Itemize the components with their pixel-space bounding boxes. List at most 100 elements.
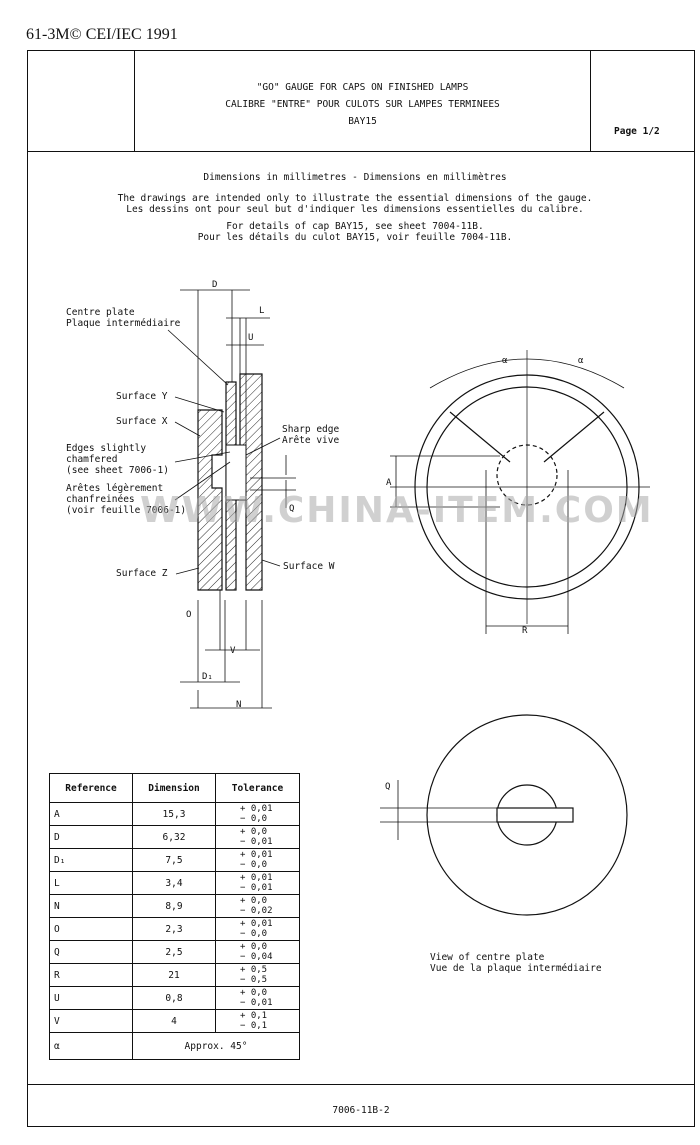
title-cap: BAY15 xyxy=(348,116,377,127)
tol-plus: + 0,5 xyxy=(240,965,268,975)
tol-minus: − 0,04 xyxy=(240,952,273,962)
tol-minus: − 0,5 xyxy=(240,975,268,985)
tol-plus: + 0,0 xyxy=(240,988,268,998)
footer-divider xyxy=(28,1084,694,1085)
title-en: "GO" GAUGE FOR CAPS ON FINISHED LAMPS xyxy=(256,82,469,93)
centre-plate-view xyxy=(380,714,628,916)
tol-cell: + 0,01− 0,0 xyxy=(215,917,300,941)
header-left-divider xyxy=(134,51,135,151)
view-caption-fr: Vue de la plaque intermédiaire xyxy=(430,963,602,974)
dim-cell: 0,8 xyxy=(132,986,216,1010)
alpha-value-cell: Approx. 45° xyxy=(132,1032,300,1060)
dim-label-alpha-right: α xyxy=(578,356,584,366)
details-note-en: For details of cap BAY15, see sheet 7004… xyxy=(226,221,484,232)
tol-minus: − 0,0 xyxy=(240,860,268,870)
label-aretes-2: chanfreinées xyxy=(66,494,135,505)
tol-plus: + 0,1 xyxy=(240,1011,268,1021)
dim-cell: 4 xyxy=(132,1009,216,1033)
title-fr: CALIBRE "ENTRE" POUR CULOTS SUR LAMPES T… xyxy=(225,99,500,110)
tol-minus: − 0,01 xyxy=(240,998,273,1008)
tol-minus: − 0,1 xyxy=(240,1021,268,1031)
tol-minus: − 0,02 xyxy=(240,906,273,916)
drawing-frame xyxy=(27,50,695,1127)
ref-cell: V xyxy=(49,1009,133,1033)
ref-cell: U xyxy=(49,986,133,1010)
label-aretes-1: Arêtes légèrement xyxy=(66,483,164,494)
dim-label-o: O xyxy=(186,610,192,620)
tol-minus: − 0,0 xyxy=(240,814,268,824)
gauge-left-body xyxy=(197,409,223,591)
ref-cell: α xyxy=(49,1032,133,1060)
dim-cell: 2,3 xyxy=(132,917,216,941)
tol-minus: − 0,01 xyxy=(240,883,273,893)
dim-label-q-view: Q xyxy=(385,782,391,792)
dim-label-r: R xyxy=(522,626,528,636)
tol-plus: + 0,01 xyxy=(240,850,273,860)
dimensions-note: Dimensions in millimetres - Dimensions e… xyxy=(203,172,507,183)
tol-cell: + 0,0− 0,01 xyxy=(215,825,300,849)
label-edges-1: Edges slightly xyxy=(66,443,147,454)
tol-cell: + 0,1− 0,1 xyxy=(215,1009,300,1033)
table-header-dimension: Dimension xyxy=(132,773,216,803)
dim-cell: 6,32 xyxy=(132,825,216,849)
ref-cell: R xyxy=(49,963,133,987)
details-note-fr: Pour les détails du culot BAY15, voir fe… xyxy=(197,232,513,243)
ref-cell: O xyxy=(49,917,133,941)
dim-cell: 3,4 xyxy=(132,871,216,895)
page-number: Page 1/2 xyxy=(614,126,660,137)
drawing-note-en: The drawings are intended only to illust… xyxy=(117,193,593,204)
dim-label-v: V xyxy=(230,646,236,656)
tol-minus: − 0,0 xyxy=(240,929,268,939)
ref-cell: Q xyxy=(49,940,133,964)
tol-cell: + 0,0− 0,01 xyxy=(215,986,300,1010)
tol-minus: − 0,01 xyxy=(240,837,273,847)
dim-cell: 7,5 xyxy=(132,848,216,872)
header-divider xyxy=(28,151,694,152)
dim-cell: 21 xyxy=(132,963,216,987)
dim-cell: 15,3 xyxy=(132,802,216,826)
dim-label-alpha-left: α xyxy=(502,356,508,366)
tol-plus: + 0,01 xyxy=(240,873,273,883)
tol-plus: + 0,0 xyxy=(240,827,268,837)
label-surface-z: Surface Z xyxy=(116,568,168,579)
dim-label-d1: D₁ xyxy=(202,672,213,682)
label-sharp-edge-en: Sharp edge xyxy=(282,424,340,435)
tol-plus: + 0,0 xyxy=(240,942,268,952)
watermark: WWW.CHINA-ITEM.COM xyxy=(140,490,654,531)
table-header-row: Reference Dimension Tolerance xyxy=(49,773,300,803)
sheet-number: 7006-11B-2 xyxy=(332,1105,390,1116)
dim-label-a: A xyxy=(386,478,392,488)
tol-cell: + 0,01− 0,0 xyxy=(215,802,300,826)
label-surface-w: Surface W xyxy=(283,561,335,572)
label-centre-plate-fr: Plaque intermédiaire xyxy=(66,318,181,329)
label-surface-x: Surface X xyxy=(116,416,168,427)
tol-cell: + 0,5− 0,5 xyxy=(215,963,300,987)
dim-label-d: D xyxy=(212,280,218,290)
tol-cell: + 0,0− 0,04 xyxy=(215,940,300,964)
dim-cell: 2,5 xyxy=(132,940,216,964)
ref-cell: D₁ xyxy=(49,848,133,872)
label-edges-2: chamfered xyxy=(66,454,118,465)
tol-plus: + 0,01 xyxy=(240,919,273,929)
label-centre-plate-en: Centre plate xyxy=(66,307,135,318)
dim-cell: 8,9 xyxy=(132,894,216,918)
ref-cell: N xyxy=(49,894,133,918)
table-header-reference: Reference xyxy=(49,773,133,803)
dim-label-l: L xyxy=(259,306,265,316)
table-header-tolerance: Tolerance xyxy=(215,773,300,803)
ref-cell: D xyxy=(49,825,133,849)
view-caption-en: View of centre plate xyxy=(430,952,545,963)
tol-cell: + 0,01− 0,01 xyxy=(215,871,300,895)
tol-plus: + 0,01 xyxy=(240,804,273,814)
ref-cell: L xyxy=(49,871,133,895)
